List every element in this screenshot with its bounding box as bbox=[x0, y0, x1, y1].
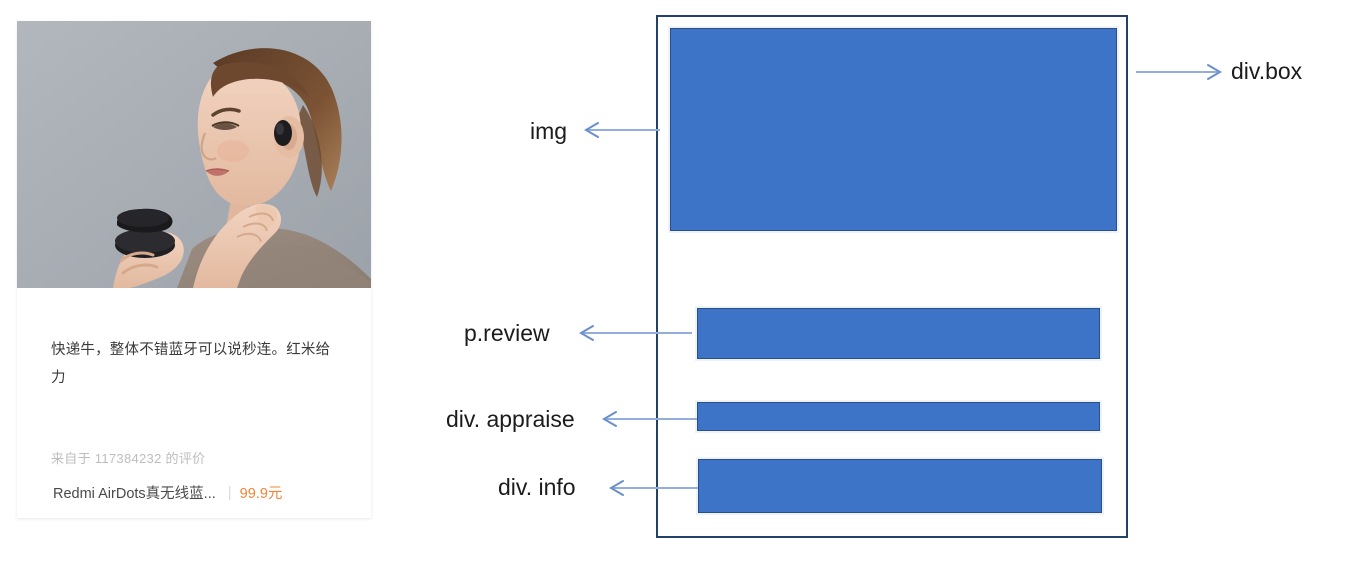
arrow-appraise bbox=[602, 411, 697, 427]
product-price: 99.9元 bbox=[239, 486, 283, 502]
review-rect bbox=[697, 308, 1100, 359]
annotation-label-appraise: div. appraise bbox=[446, 406, 575, 432]
annotation-label-box: div.box bbox=[1231, 58, 1303, 84]
arrow-review bbox=[579, 325, 692, 341]
box-model-diagram bbox=[656, 15, 1128, 538]
appraise-rect bbox=[697, 402, 1100, 431]
arrow-info bbox=[609, 480, 698, 496]
outer-box bbox=[656, 15, 1128, 538]
product-photo-image bbox=[17, 21, 371, 288]
product-info-row[interactable]: Redmi AirDots真无线蓝... | 99.9元 bbox=[53, 482, 353, 503]
arrow-img bbox=[584, 122, 660, 138]
info-rect bbox=[698, 459, 1102, 513]
annotation-label-img: img bbox=[530, 118, 568, 144]
annotation-label-info: div. info bbox=[498, 474, 576, 500]
arrow-box bbox=[1136, 64, 1222, 80]
review-text: 快递牛，整体不错蓝牙可以说秒连。红米给力 bbox=[51, 342, 331, 386]
appraise-text: 来自于 117384232 的评价 bbox=[51, 451, 206, 466]
image-rect bbox=[670, 28, 1117, 231]
product-photo bbox=[17, 21, 371, 288]
info-divider: | bbox=[227, 484, 232, 501]
product-review-card[interactable]: 快递牛，整体不错蓝牙可以说秒连。红米给力 来自于 117384232 的评价 R… bbox=[17, 21, 371, 518]
card-body: 快递牛，整体不错蓝牙可以说秒连。红米给力 来自于 117384232 的评价 R… bbox=[17, 288, 371, 518]
annotation-label-review: p.review bbox=[464, 320, 550, 346]
